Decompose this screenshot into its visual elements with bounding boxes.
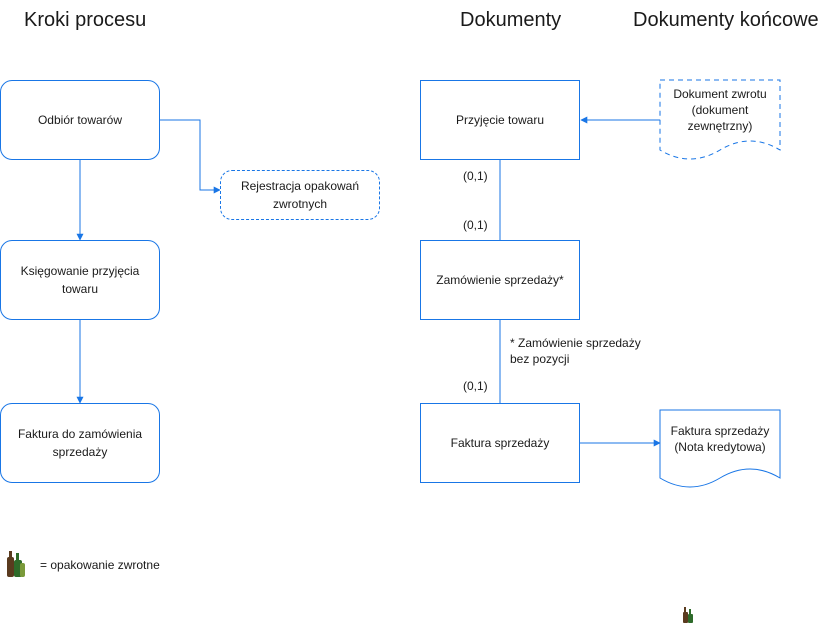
document-sales-order[interactable]: Zamówienie sprzedaży*	[420, 240, 580, 320]
step-order-invoice[interactable]: Faktura do zamówienia sprzedaży	[0, 403, 160, 483]
arrow-receipt-to-packaging	[160, 119, 221, 194]
cardinality-receipt-bottom: (0,1)	[463, 169, 488, 183]
return-document-shape	[659, 79, 781, 160]
document-sales-invoice[interactable]: Faktura sprzedaży	[420, 403, 580, 483]
heading-final-documents: Dokumenty końcowe	[633, 9, 819, 31]
credit-invoice-shape	[659, 409, 781, 488]
final-document-return[interactable]: Dokument zwrotu (dokument zewnętrzny)	[673, 87, 767, 133]
cardinality-order-top: (0,1)	[463, 218, 488, 232]
document-goods-receipt[interactable]: Przyjęcie towaru	[420, 80, 580, 160]
step-goods-receipt[interactable]: Odbiór towarów	[0, 80, 160, 160]
heading-documents: Dokumenty	[460, 9, 562, 31]
bottle-icon-small	[683, 607, 693, 623]
order-footnote-line2: bez pozycji	[510, 352, 570, 366]
bottle-icon	[7, 551, 25, 577]
final-document-credit-invoice[interactable]: Faktura sprzedaży (Nota kredytowa)	[670, 424, 770, 454]
cardinality-invoice-top: (0,1)	[463, 379, 488, 393]
legend-returnable-packaging: = opakowanie zwrotne	[40, 558, 160, 572]
heading-process-steps: Kroki procesu	[24, 9, 147, 31]
step-receipt-posting[interactable]: Księgowanie przyjęcia towaru	[0, 240, 160, 320]
step-returnable-packaging[interactable]: Rejestracja opakowań zwrotnych	[220, 170, 380, 220]
order-footnote-line1: * Zamówienie sprzedaży	[510, 336, 641, 350]
